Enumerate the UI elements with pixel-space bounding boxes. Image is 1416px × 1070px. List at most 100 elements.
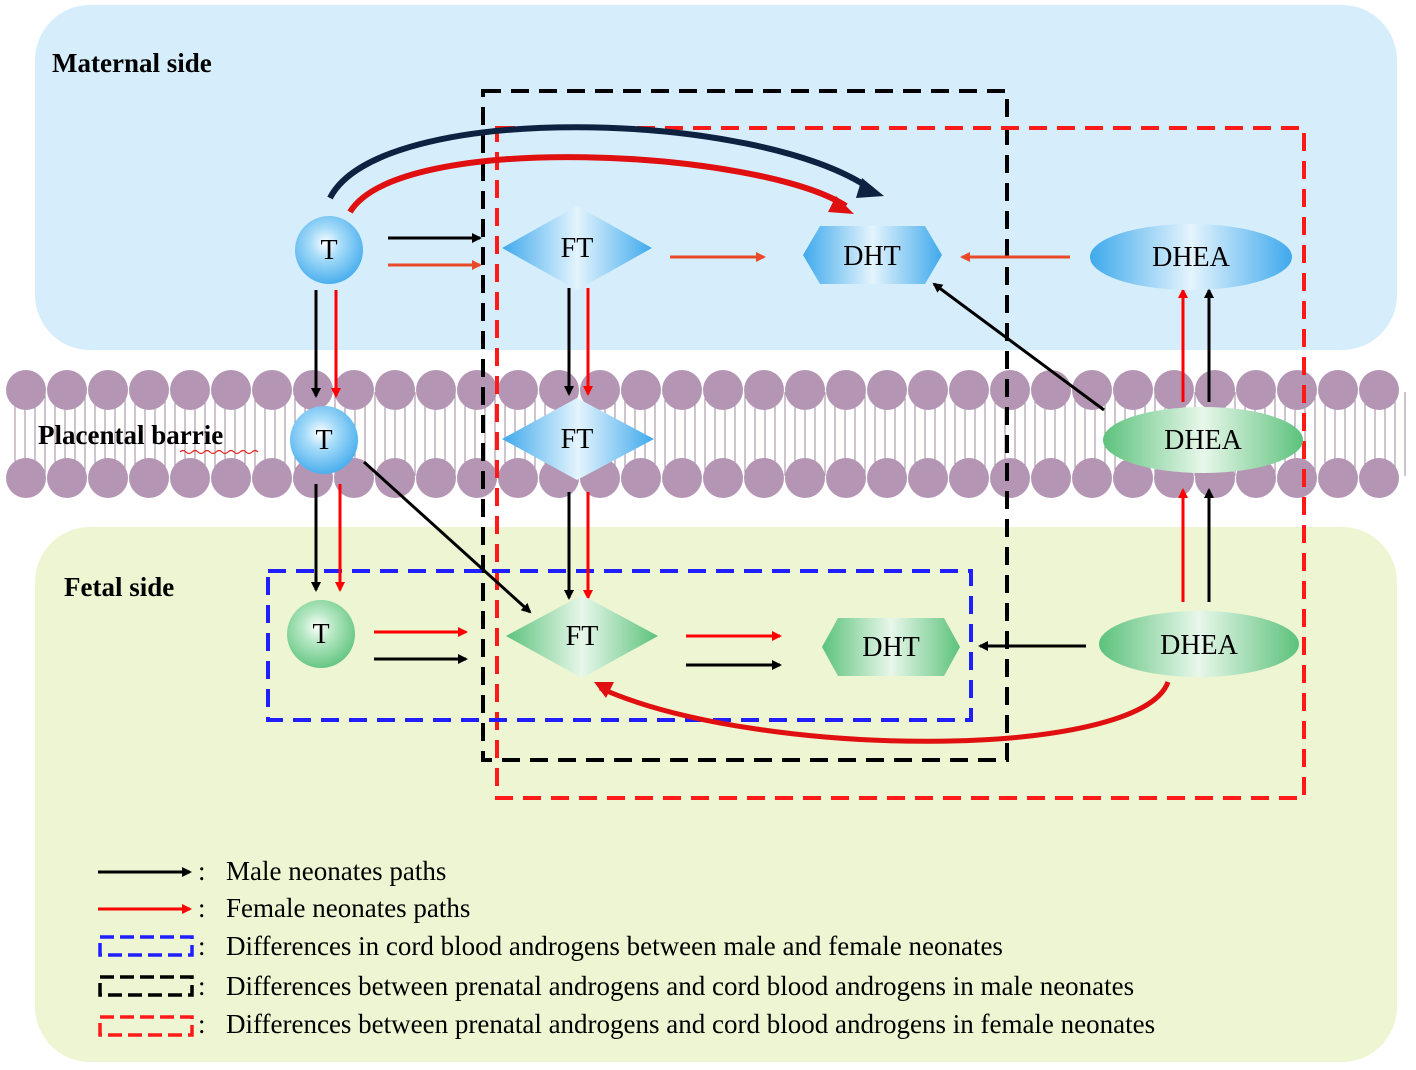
lipid-head bbox=[1195, 370, 1235, 410]
maternal-ft-node: FT bbox=[502, 206, 652, 290]
red-dashed-box bbox=[495, 126, 1306, 800]
arrow-pt-to-fft-male bbox=[362, 460, 532, 614]
lipid-head bbox=[416, 370, 456, 410]
lipid-head bbox=[908, 458, 948, 498]
fetal-ft-label: FT bbox=[566, 621, 599, 652]
legend-sep: : bbox=[198, 1009, 206, 1039]
legend-sep: : bbox=[198, 856, 206, 886]
lipid-head bbox=[252, 458, 292, 498]
fetal-dht-node: DHT bbox=[822, 618, 960, 676]
maternal-t-to-dht-female-curve bbox=[347, 154, 848, 214]
maternal-dhea-node: DHEA bbox=[1090, 224, 1292, 290]
lipid-head bbox=[744, 370, 784, 410]
lipid-head bbox=[703, 458, 743, 498]
maternal-t-to-dht-female-curve-head bbox=[828, 196, 854, 214]
lipid-head bbox=[6, 370, 46, 410]
lipid-head bbox=[990, 458, 1030, 498]
lipid-head bbox=[334, 458, 374, 498]
blue-dashed-box bbox=[266, 569, 973, 722]
lipid-head bbox=[621, 370, 661, 410]
maternal-dht-node: DHT bbox=[803, 226, 942, 284]
lipid-head bbox=[129, 370, 169, 410]
lipid-head bbox=[47, 370, 87, 410]
lipid-head bbox=[1113, 458, 1153, 498]
placenta-dhea-label: DHEA bbox=[1164, 425, 1243, 456]
legend-sep: : bbox=[198, 971, 206, 1001]
lipid-head bbox=[662, 370, 702, 410]
lipid-head bbox=[457, 458, 497, 498]
maternal-side-label: Maternal side bbox=[52, 48, 212, 78]
arrow-pdhea-to-mdht-male bbox=[932, 282, 1105, 412]
lipid-head bbox=[1072, 370, 1112, 410]
lipid-head bbox=[293, 370, 333, 410]
legend-sep: : bbox=[198, 893, 206, 923]
lipid-head bbox=[1072, 458, 1112, 498]
placenta-ft-node: FT bbox=[502, 398, 654, 480]
lipid-head bbox=[826, 370, 866, 410]
lipid-head bbox=[88, 458, 128, 498]
legend-blue-dashed-box-icon bbox=[98, 935, 194, 957]
legend-item-blue-box: : Differences in cord blood androgens be… bbox=[98, 931, 1003, 961]
placenta-t-node: T bbox=[290, 406, 358, 474]
fetal-dhea-node: DHEA bbox=[1099, 611, 1299, 677]
lipid-head bbox=[785, 458, 825, 498]
lipid-head bbox=[1031, 370, 1071, 410]
fetal-dht-label: DHT bbox=[862, 632, 920, 663]
maternal-region bbox=[35, 5, 1397, 350]
lipid-head bbox=[1277, 458, 1317, 498]
lipid-head bbox=[375, 458, 415, 498]
lipid-head bbox=[621, 458, 661, 498]
legend: : Male neonates paths : Female neonates … bbox=[98, 856, 1155, 1039]
placenta-ft-label: FT bbox=[561, 424, 594, 455]
legend-item-red-box: : Differences between prenatal androgens… bbox=[98, 1009, 1155, 1039]
legend-item-male: : Male neonates paths bbox=[98, 856, 446, 886]
legend-red-box-text: Differences between prenatal androgens a… bbox=[226, 1009, 1155, 1039]
maternal-t-to-dht-male-curve bbox=[327, 124, 874, 200]
lipid-head bbox=[1154, 370, 1194, 410]
lipid-head bbox=[785, 370, 825, 410]
black-dashed-box bbox=[481, 89, 1009, 762]
maternal-t-node: T bbox=[295, 216, 363, 284]
lipid-head bbox=[1031, 458, 1071, 498]
lipid-head bbox=[990, 370, 1030, 410]
lipid-head bbox=[375, 370, 415, 410]
legend-item-black-box: : Differences between prenatal androgens… bbox=[98, 971, 1134, 1001]
lipid-head bbox=[129, 458, 169, 498]
lipid-head bbox=[1359, 370, 1399, 410]
legend-male-text: Male neonates paths bbox=[226, 856, 446, 886]
lipid-head bbox=[1318, 370, 1358, 410]
maternal-dht-label: DHT bbox=[843, 241, 901, 272]
maternal-ft-label: FT bbox=[561, 233, 594, 264]
spellcheck-underline bbox=[179, 449, 259, 455]
lipid-head bbox=[1113, 370, 1153, 410]
lipid-head bbox=[662, 458, 702, 498]
lipid-head bbox=[744, 458, 784, 498]
lipid-head bbox=[498, 370, 538, 410]
lipid-head bbox=[252, 370, 292, 410]
placenta-t-label: T bbox=[315, 425, 332, 456]
lipid-head bbox=[703, 370, 743, 410]
lipid-head bbox=[908, 370, 948, 410]
lipid-head bbox=[88, 370, 128, 410]
legend-blue-box-text: Differences in cord blood androgens betw… bbox=[226, 931, 1003, 961]
fetal-dhea-label: DHEA bbox=[1160, 630, 1239, 661]
maternal-t-to-dht-male-curve-head bbox=[856, 178, 884, 198]
fetal-ft-node: FT bbox=[506, 595, 658, 678]
lipid-head bbox=[826, 458, 866, 498]
lipid-head bbox=[170, 370, 210, 410]
lipid-head bbox=[949, 458, 989, 498]
lipid-head bbox=[1359, 458, 1399, 498]
lipid-head bbox=[47, 458, 87, 498]
legend-red-dashed-box-icon bbox=[98, 1015, 194, 1037]
lipid-head bbox=[334, 370, 374, 410]
legend-black-box-text: Differences between prenatal androgens a… bbox=[226, 971, 1134, 1001]
lipid-head bbox=[6, 458, 46, 498]
legend-female-text: Female neonates paths bbox=[226, 893, 470, 923]
legend-sep: : bbox=[198, 931, 206, 961]
maternal-dhea-label: DHEA bbox=[1152, 242, 1231, 273]
lipid-head bbox=[1277, 370, 1317, 410]
lipid-head bbox=[170, 458, 210, 498]
membrane-heads-top bbox=[6, 370, 1399, 410]
lipid-head bbox=[457, 370, 497, 410]
maternal-t-label: T bbox=[320, 235, 337, 266]
